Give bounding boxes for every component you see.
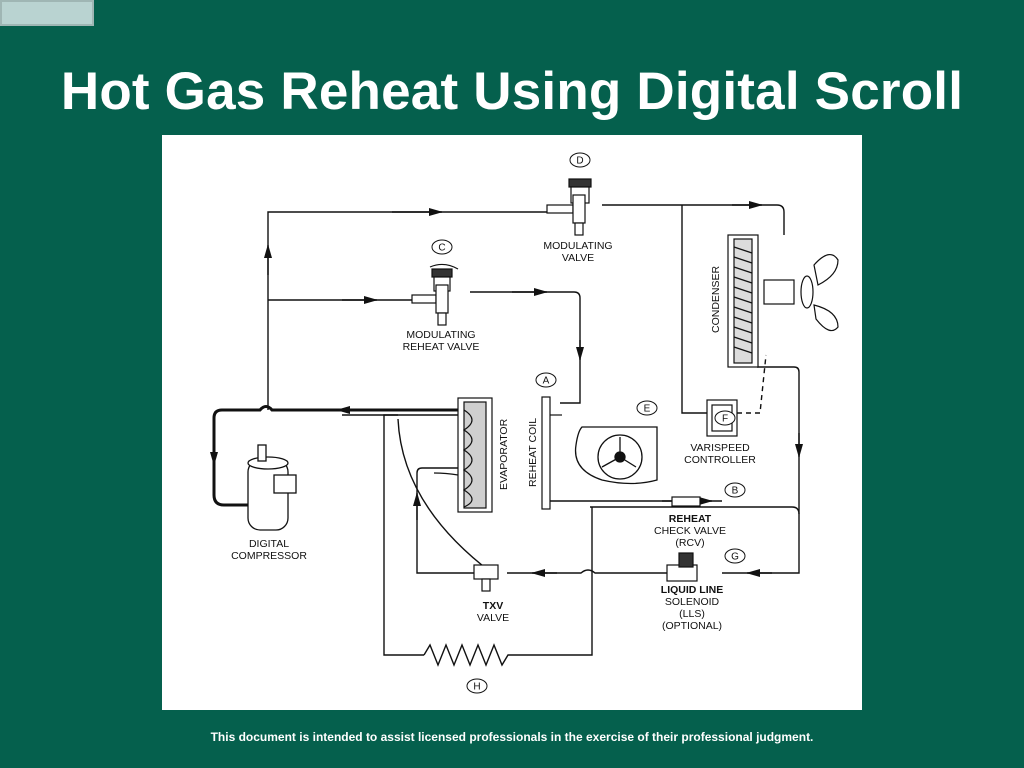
marker-g: G <box>731 552 739 563</box>
reheat-coil-label: REHEAT COIL <box>527 418 539 487</box>
marker-h: H <box>473 682 480 693</box>
evaporator-coil <box>433 397 493 513</box>
modulating-valve-label-2: VALVE <box>562 252 594 264</box>
corner-tab <box>0 0 94 26</box>
check-valve-label-1: REHEAT <box>669 513 712 525</box>
marker-b: B <box>732 486 739 497</box>
reheat-valve-label-2: REHEAT VALVE <box>403 341 480 353</box>
callout-markers <box>431 152 746 694</box>
condenser-fan <box>763 254 839 332</box>
txv-label-2: VALVE <box>477 612 509 624</box>
varispeed-label-1: VARISPEED <box>690 442 750 454</box>
marker-d: D <box>576 156 583 167</box>
hot-gas-reheat-diagram: D C A E F B G H MODULATING VALVE MODULAT… <box>162 135 862 710</box>
condenser-coil <box>727 234 759 368</box>
modulating-valve-label-1: MODULATING <box>543 240 612 252</box>
digital-compressor <box>247 444 297 531</box>
check-valve-label-2: CHECK VALVE <box>654 525 726 537</box>
compressor-label-1: DIGITAL <box>249 538 289 550</box>
reheat-check-valve <box>671 496 701 507</box>
marker-e: E <box>644 404 651 415</box>
lls-label-2: SOLENOID <box>665 596 720 608</box>
heater-element <box>423 643 514 667</box>
modulating-reheat-valve-c <box>411 263 459 326</box>
reheat-coil <box>541 396 562 510</box>
marker-f: F <box>722 414 728 425</box>
txv-valve <box>473 564 499 592</box>
disclaimer-footer: This document is intended to assist lice… <box>210 730 814 744</box>
varispeed-label-2: CONTROLLER <box>684 454 756 466</box>
txv-label-1: TXV <box>483 600 503 612</box>
slide-title: Hot Gas Reheat Using Digital Scroll <box>60 62 964 121</box>
suction-line <box>212 405 458 507</box>
blower-fan <box>574 426 658 485</box>
evaporator-label: EVAPORATOR <box>498 418 510 490</box>
flow-arrows <box>210 201 803 577</box>
condenser-label: CONDENSER <box>710 265 722 333</box>
lls-label-3: (LLS) <box>679 608 705 620</box>
check-valve-label-3: (RCV) <box>675 537 704 549</box>
lls-label-4: (OPTIONAL) <box>662 620 722 632</box>
modulating-valve-d <box>546 178 592 236</box>
marker-a: A <box>543 376 550 387</box>
reheat-valve-label-1: MODULATING <box>406 329 475 341</box>
compressor-label-2: COMPRESSOR <box>231 550 307 562</box>
refrigerant-piping <box>267 204 800 656</box>
liquid-line-solenoid <box>666 552 698 582</box>
lls-label-1: LIQUID LINE <box>661 584 723 596</box>
marker-c: C <box>438 243 445 254</box>
